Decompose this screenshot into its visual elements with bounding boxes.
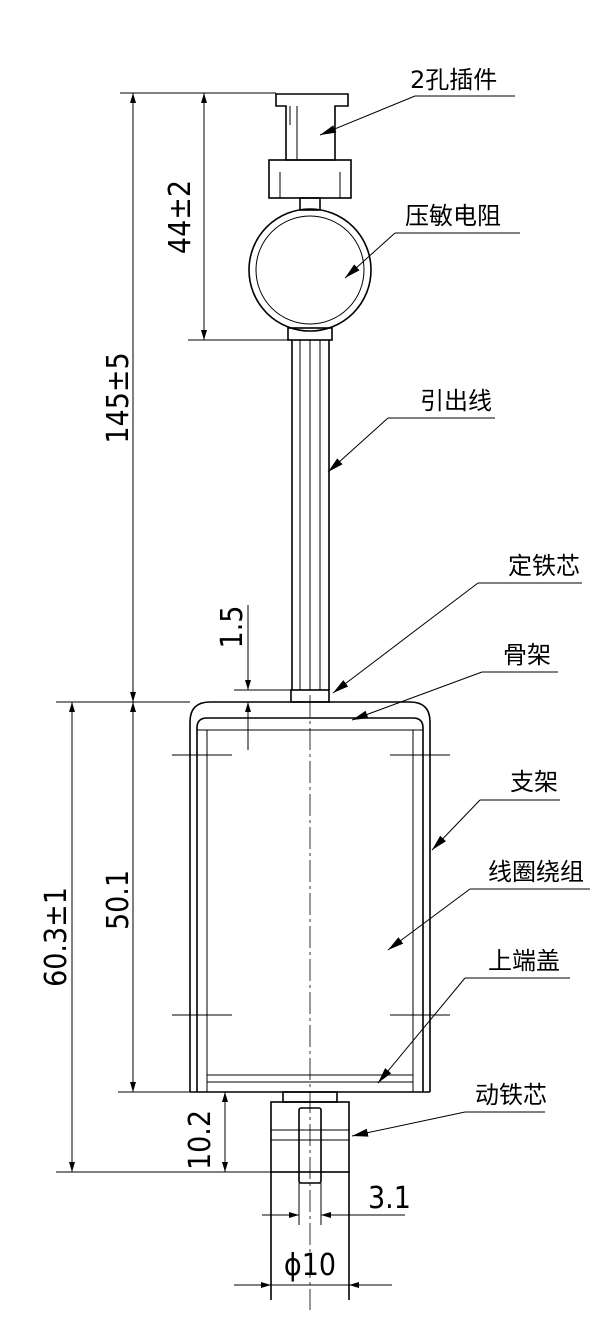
dim-frame-height-text: 50.1 xyxy=(101,870,136,930)
label-bracket: 支架 xyxy=(510,768,558,796)
dim-core-protrusion: 1.5 xyxy=(215,605,291,750)
plug-connector xyxy=(268,93,352,211)
callout-fixed-core: 定铁芯 xyxy=(332,552,582,694)
dim-plunger-diameter: ϕ10 xyxy=(234,1248,392,1288)
callout-varistor: 压敏电阻 xyxy=(344,202,520,279)
callout-top-cover: 上端盖 xyxy=(377,947,570,1084)
callout-bracket: 支架 xyxy=(431,768,560,851)
label-lead-wire: 引出线 xyxy=(420,387,492,415)
label-coil: 线圈绕组 xyxy=(488,858,584,886)
callout-lead-wire: 引出线 xyxy=(327,387,495,473)
dim-plunger-extension-text: 10.2 xyxy=(183,1110,218,1170)
label-bobbin: 骨架 xyxy=(503,641,551,669)
dim-body-length: 60.3±1 xyxy=(39,701,271,1173)
label-moving-core: 动铁芯 xyxy=(475,1081,547,1109)
dim-plug-varistor-text: 44±2 xyxy=(163,180,198,254)
dim-slot-width: 3.1 xyxy=(262,1181,411,1225)
varistor xyxy=(248,208,372,341)
center-marks xyxy=(172,740,450,1030)
callout-plug: 2孔插件 xyxy=(319,66,515,136)
dim-frame-height: 50.1 xyxy=(101,702,190,1093)
dim-plunger-extension: 10.2 xyxy=(183,1092,228,1172)
callout-bobbin: 骨架 xyxy=(351,641,558,721)
lead-wires xyxy=(291,340,330,690)
callout-moving-core: 动铁芯 xyxy=(351,1081,547,1137)
dim-slot-width-text: 3.1 xyxy=(368,1181,411,1216)
dim-plunger-diameter-text: ϕ10 xyxy=(284,1248,336,1283)
label-plug: 2孔插件 xyxy=(410,66,497,94)
label-fixed-core: 定铁芯 xyxy=(508,552,580,580)
dim-plug-varistor: 44±2 xyxy=(163,93,292,341)
dim-body-length-text: 60.3±1 xyxy=(39,887,74,987)
dim-core-protrusion-text: 1.5 xyxy=(215,606,250,649)
label-top-cover: 上端盖 xyxy=(488,947,560,975)
dim-total-length-text: 145±5 xyxy=(101,352,136,443)
label-varistor: 压敏电阻 xyxy=(405,202,501,230)
callout-coil: 线圈绕组 xyxy=(387,858,590,951)
